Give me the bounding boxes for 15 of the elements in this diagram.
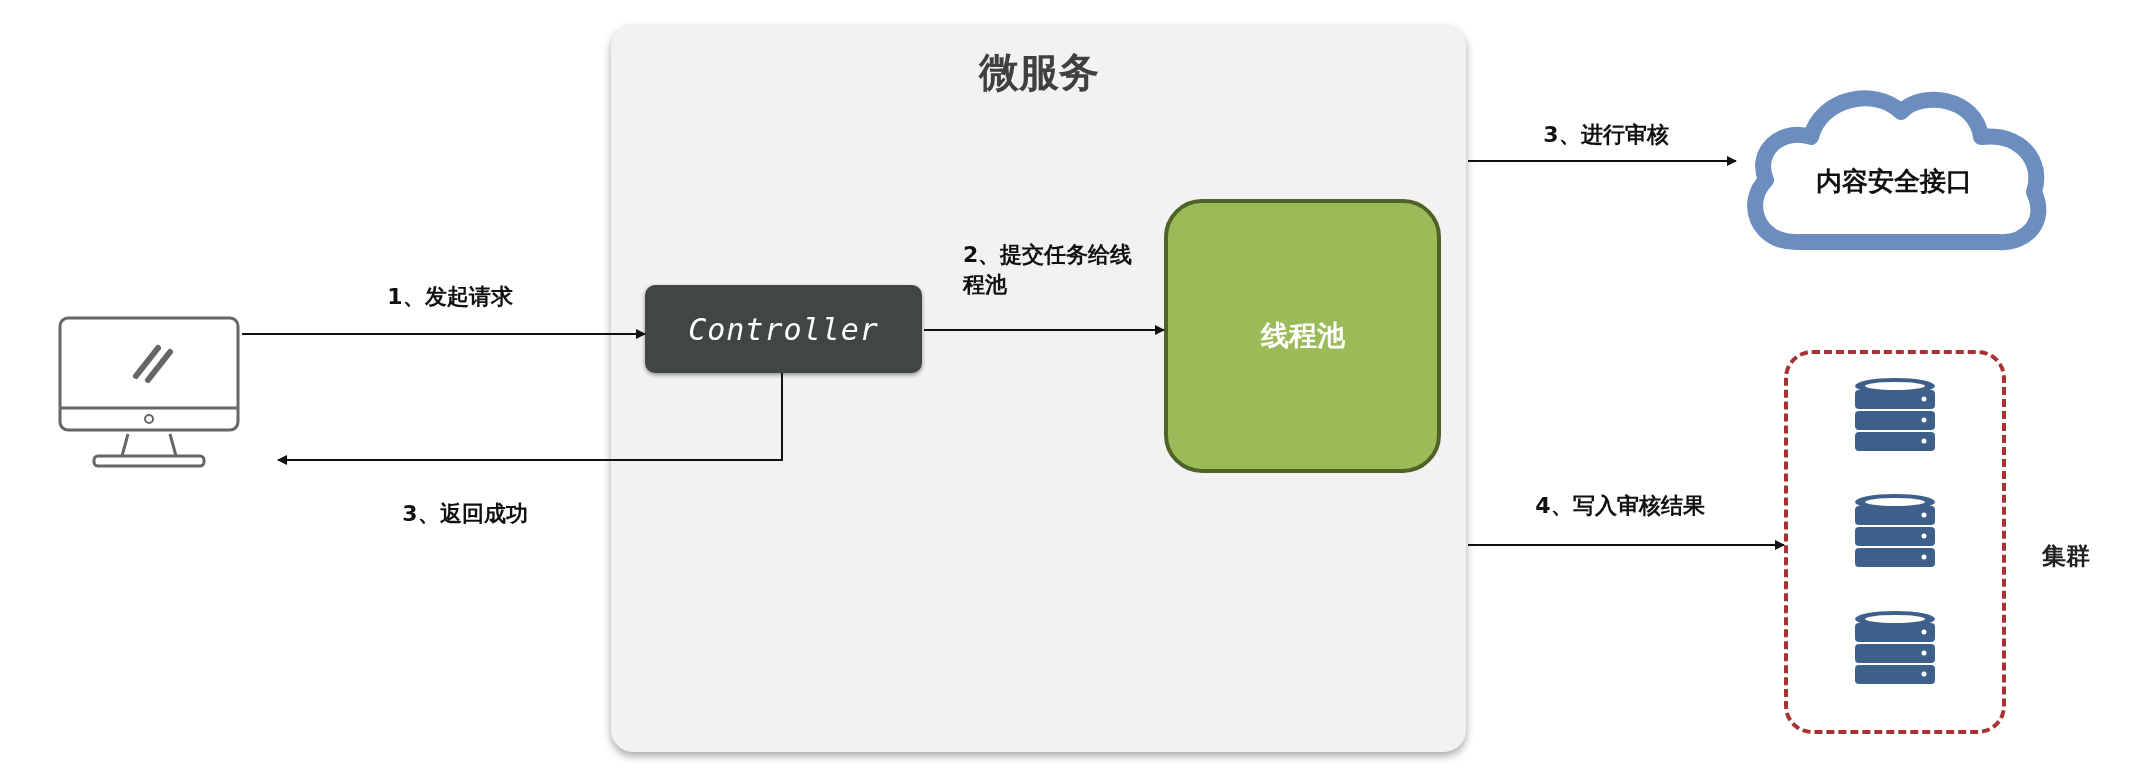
cloud-label: 内容安全接口 (1815, 165, 1973, 198)
thread-pool-box (1164, 199, 1441, 473)
controller-box (645, 285, 922, 373)
arrow (241, 329, 646, 339)
service-panel (611, 25, 1466, 752)
arrow (277, 372, 783, 465)
database-cluster-box (1784, 350, 2006, 734)
monitor-icon (58, 316, 240, 468)
arrow (1467, 540, 1785, 550)
arrow (923, 325, 1165, 335)
box-label: Controller (688, 311, 879, 347)
panel-title: 微服务 (977, 48, 1100, 97)
arrow (1467, 156, 1737, 166)
cluster-label: 集群 (2042, 541, 2090, 572)
box-label: 线程池 (1260, 318, 1345, 354)
